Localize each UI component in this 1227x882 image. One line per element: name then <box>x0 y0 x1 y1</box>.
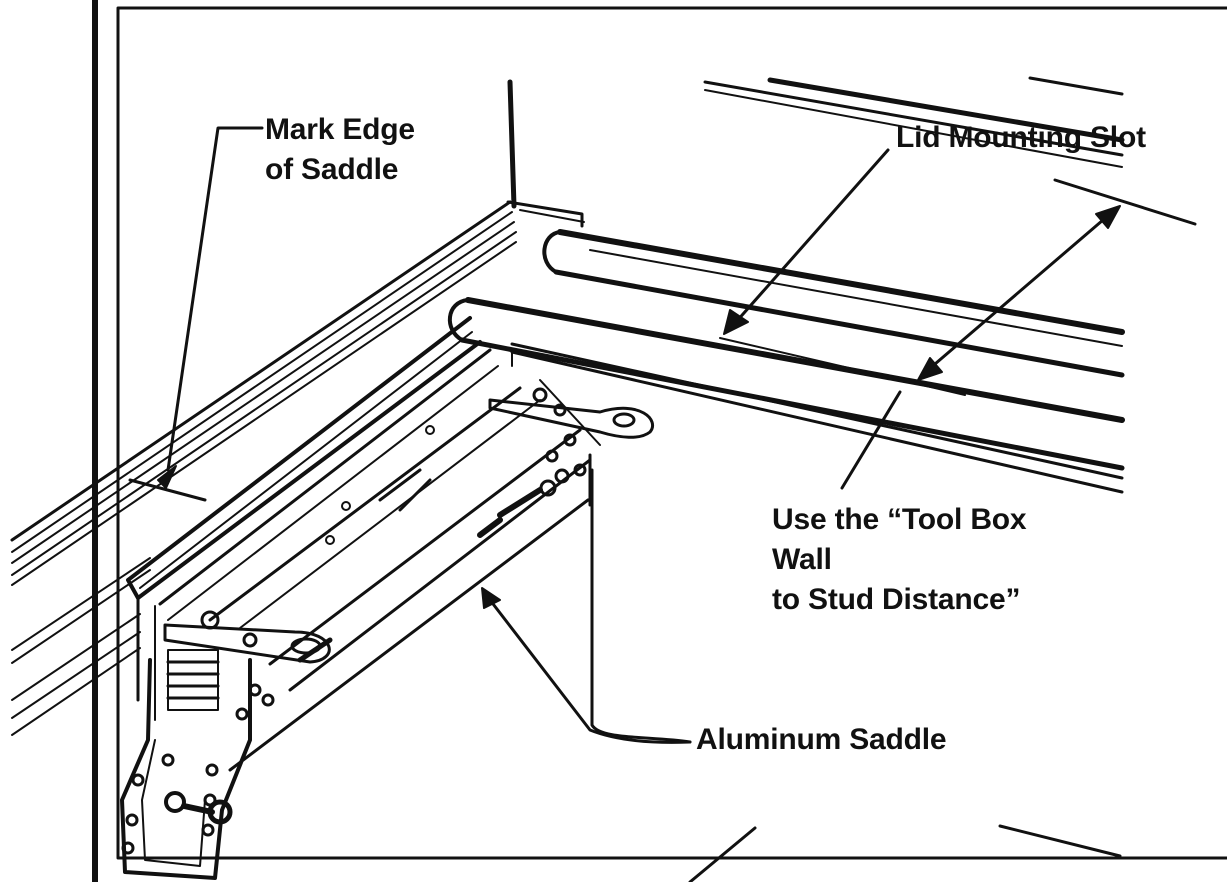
mounting-plate-bottom <box>163 610 331 664</box>
tool-box-distance-label: Use the “Tool Box Wall to Stud Distance” <box>772 500 1027 620</box>
leader-tool-box <box>840 205 1121 490</box>
frame-border <box>92 0 1227 882</box>
leader-mark-edge <box>157 126 264 489</box>
saddle-edge-mark <box>128 478 207 502</box>
mark-edge-label: Mark Edge of Saddle <box>265 110 415 190</box>
leader-lid-slot <box>723 148 890 335</box>
mounting-plate-top <box>488 379 654 446</box>
front-tube <box>447 297 1125 494</box>
toolbox-lid <box>703 76 1197 226</box>
tool-box-label-line-2: Wall <box>772 543 832 576</box>
lid-mounting-slot-label: Lid Mounting Slot <box>896 118 1146 158</box>
toolbox-wall <box>507 79 585 367</box>
aluminum-saddle-label: Aluminum Saddle <box>696 720 947 760</box>
bed-rail <box>10 200 584 736</box>
mark-edge-label-line-2: of Saddle <box>265 153 399 186</box>
clamp-foot <box>120 649 275 880</box>
lid-mounting-slot-text: Lid Mounting Slot <box>896 121 1146 154</box>
mark-edge-label-line-1: Mark Edge <box>265 113 415 146</box>
tool-box-label-line-3: to Stud Distance” <box>772 583 1021 616</box>
rear-tube <box>542 229 1125 396</box>
aluminum-saddle-body <box>126 316 592 772</box>
tool-box-label-line-1: Use the “Tool Box <box>772 503 1027 536</box>
leader-saddle <box>481 468 692 744</box>
saddle-bolts-right <box>325 425 587 545</box>
aluminum-saddle-text: Aluminum Saddle <box>696 723 947 756</box>
